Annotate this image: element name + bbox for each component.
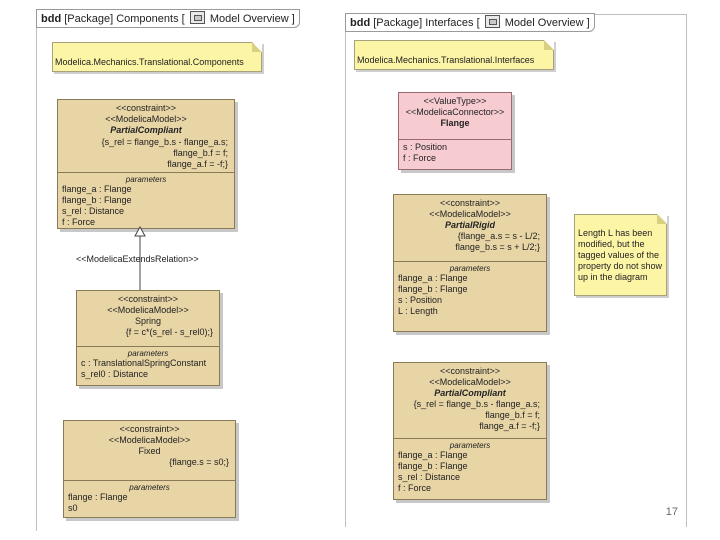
- tab-diagram-name: Model Overview: [209, 13, 289, 25]
- partial-compliant-block-right[interactable]: <<constraint>> <<ModelicaModel>> Partial…: [393, 362, 547, 500]
- parameters-section: parameters flange_a : Flange flange_b : …: [58, 172, 234, 230]
- left-package-note[interactable]: Modelica.Mechanics.Translational.Compone…: [52, 42, 262, 72]
- parameters-section: parameters flange_a : Flange flange_b : …: [394, 438, 546, 496]
- parameters-section: parameters flange : Flange s0: [64, 480, 235, 516]
- block-name: Spring: [134, 316, 161, 326]
- constraint-equation: {flange_a.s = s - L/2; flange_b.s = s + …: [455, 231, 540, 252]
- fixed-block[interactable]: <<constraint>> <<ModelicaModel>> Fixed {…: [63, 420, 236, 518]
- constraint-equation: {flange.s = s0;}: [169, 457, 229, 467]
- right-package-note[interactable]: Modelica.Mechanics.Translational.Interfa…: [354, 40, 554, 70]
- note-text: Length L has been modified, but the tagg…: [578, 228, 663, 282]
- package-icon: [484, 15, 500, 28]
- parameters-section: parameters flange_a : Flange flange_b : …: [394, 261, 546, 319]
- note-text: Modelica.Mechanics.Translational.Compone…: [55, 57, 244, 67]
- constraint-equation: {s_rel = flange_b.s - flange_a.s; flange…: [413, 399, 540, 431]
- right-diagram-tab[interactable]: bdd [Package] Interfaces [ Model Overvie…: [345, 13, 595, 32]
- partial-rigid-block[interactable]: <<constraint>> <<ModelicaModel>> Partial…: [393, 194, 547, 332]
- tab-diagram-name: Model Overview: [504, 17, 584, 29]
- extends-relation-label: <<ModelicaExtendsRelation>>: [76, 254, 199, 264]
- tab-prefix: bdd: [350, 17, 371, 29]
- page-number: 17: [665, 506, 678, 518]
- spring-block[interactable]: <<constraint>> <<ModelicaModel>> Spring …: [76, 290, 220, 386]
- block-name: Fixed: [138, 446, 161, 456]
- block-name: PartialCompliant: [110, 125, 182, 135]
- length-comment-note[interactable]: Length L has been modified, but the tagg…: [574, 214, 667, 296]
- parameters-section: parameters c : TranslationalSpringConsta…: [77, 346, 219, 382]
- extends-relation-arrow[interactable]: [130, 226, 150, 292]
- note-text: Modelica.Mechanics.Translational.Interfa…: [357, 55, 535, 65]
- tab-package: [Package] Interfaces [: [373, 17, 480, 29]
- tab-prefix: bdd: [41, 13, 62, 25]
- block-name: PartialCompliant: [434, 388, 506, 398]
- left-diagram-tab[interactable]: bdd [Package] Components [ Model Overvie…: [36, 9, 300, 28]
- constraint-equation: {s_rel = flange_b.s - flange_a.s; flange…: [101, 137, 228, 169]
- constraint-equation: {f = c*(s_rel - s_rel0);}: [125, 327, 213, 337]
- block-name: Flange: [440, 118, 470, 128]
- attributes-section: s : Position f : Force: [399, 139, 511, 166]
- block-name: PartialRigid: [444, 220, 495, 230]
- block-header: <<constraint>> <<ModelicaModel>> Partial…: [58, 100, 234, 172]
- tab-package: [Package] Components [: [64, 13, 185, 25]
- partial-compliant-block[interactable]: <<constraint>> <<ModelicaModel>> Partial…: [57, 99, 235, 229]
- flange-block[interactable]: <<ValueType>> <<ModelicaConnector>> Flan…: [398, 92, 512, 170]
- package-icon: [189, 11, 205, 24]
